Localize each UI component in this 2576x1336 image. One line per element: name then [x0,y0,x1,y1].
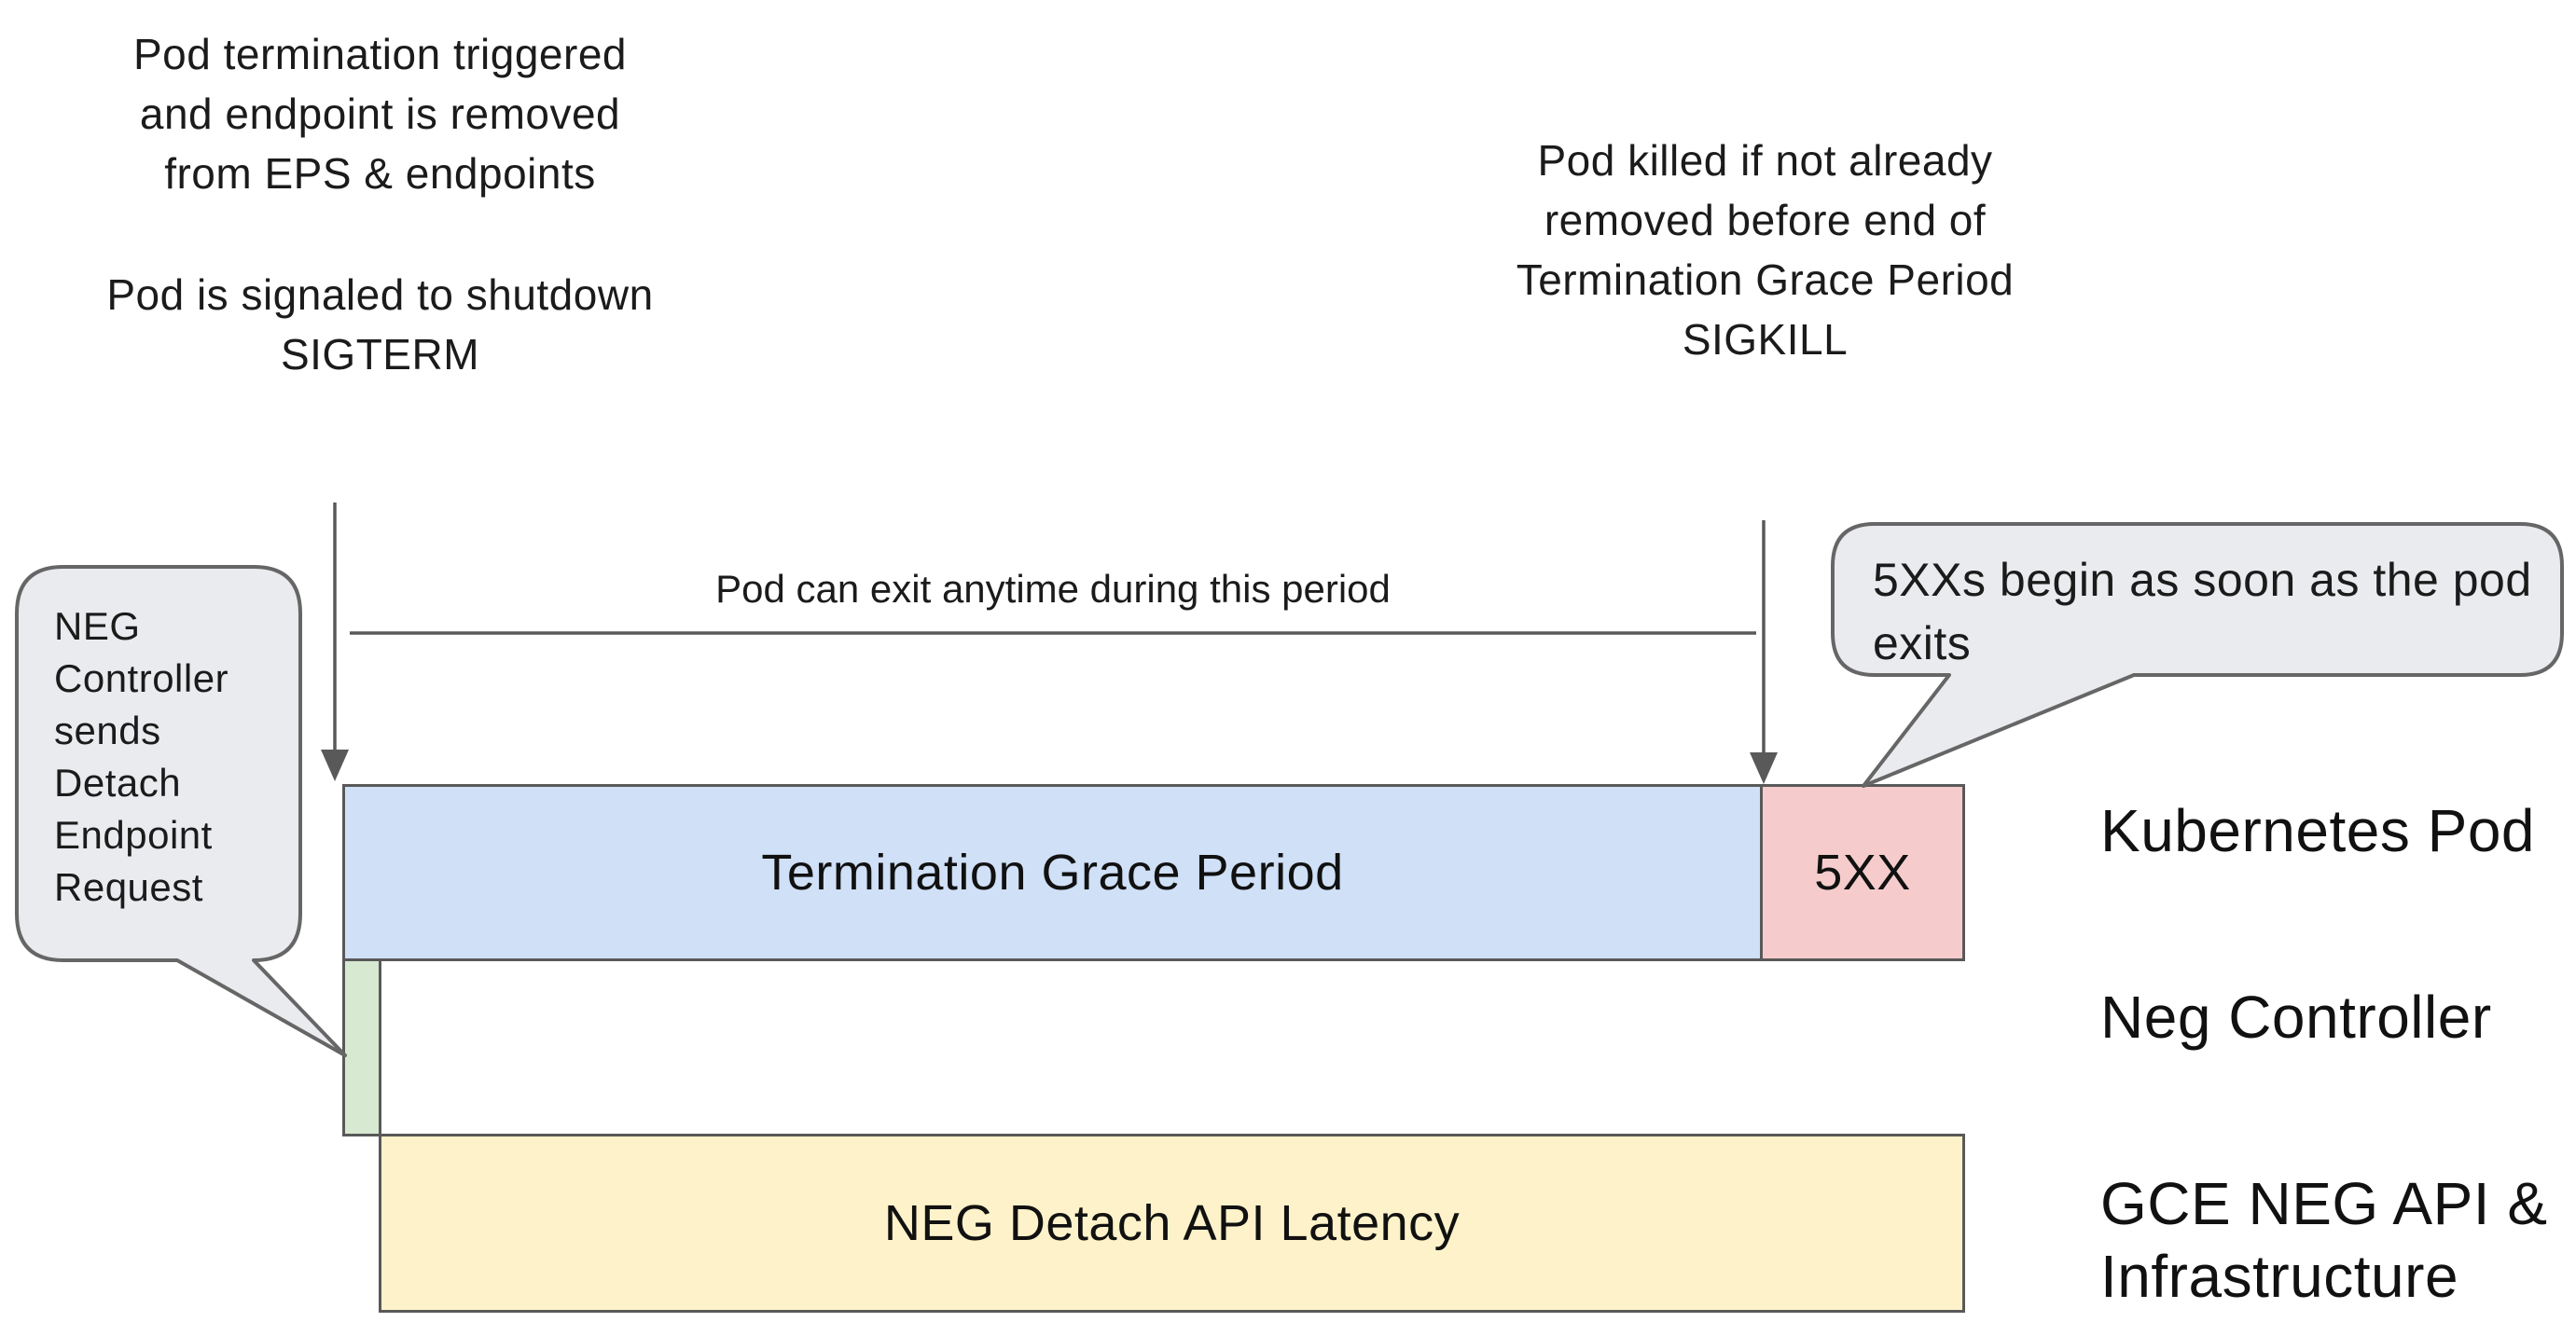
bar-5xx-label: 5XX [1814,845,1911,901]
note-line: Pod termination triggered [132,30,627,78]
note-line: from EPS & endpoints [164,149,596,198]
sigterm-arrow [321,503,349,781]
note-line: SIGKILL [1682,315,1849,364]
row-label-gce-line: Infrastructure [2100,1243,2459,1310]
row-label-neg-controller: Neg Controller [2100,984,2492,1051]
sigterm-arrowhead [321,750,349,781]
bar-neg-detach-api-latency: NEG Detach API Latency [379,1134,1965,1313]
bar-neg-detach-api-latency-label: NEG Detach API Latency [883,1195,1461,1251]
bar-neg-detach-start [342,958,381,1136]
bar-termination-grace-period-label: Termination Grace Period [761,845,1344,901]
row-label-gce-line: GCE NEG API & [2100,1170,2548,1237]
note-pod-termination: Pod termination triggered and endpoint i… [79,24,681,384]
callout-neg-controller-text: NEG Controller sends Detach Endpoint Req… [54,604,229,909]
sigkill-arrow [1750,520,1778,784]
note-pod-killed: Pod killed if not already removed before… [1474,131,2057,369]
row-label-gce-neg-api: GCE NEG API & Infrastructure [2100,1167,2548,1313]
note-line: SIGTERM [280,330,480,379]
note-line: removed before end of [1544,196,1987,244]
callout-5xx-text: 5XXs begin as soon as the pod exits [1873,554,2532,669]
note-line: and endpoint is removed [139,90,621,138]
note-line: Termination Grace Period [1516,255,2015,304]
bar-termination-grace-period: Termination Grace Period [342,784,1763,961]
bar-5xx: 5XX [1760,784,1965,961]
sigkill-arrowhead [1750,752,1778,784]
note-line: Pod killed if not already [1537,136,1993,185]
row-label-kubernetes-pod: Kubernetes Pod [2100,797,2535,864]
note-sigterm-paragraph: Pod is signaled to shutdown SIGTERM [79,265,681,384]
note-line: Pod is signaled to shutdown [106,270,654,319]
note-pod-termination-paragraph: Pod termination triggered and endpoint i… [79,24,681,203]
label-pod-can-exit: Pod can exit anytime during this period [715,567,1391,611]
